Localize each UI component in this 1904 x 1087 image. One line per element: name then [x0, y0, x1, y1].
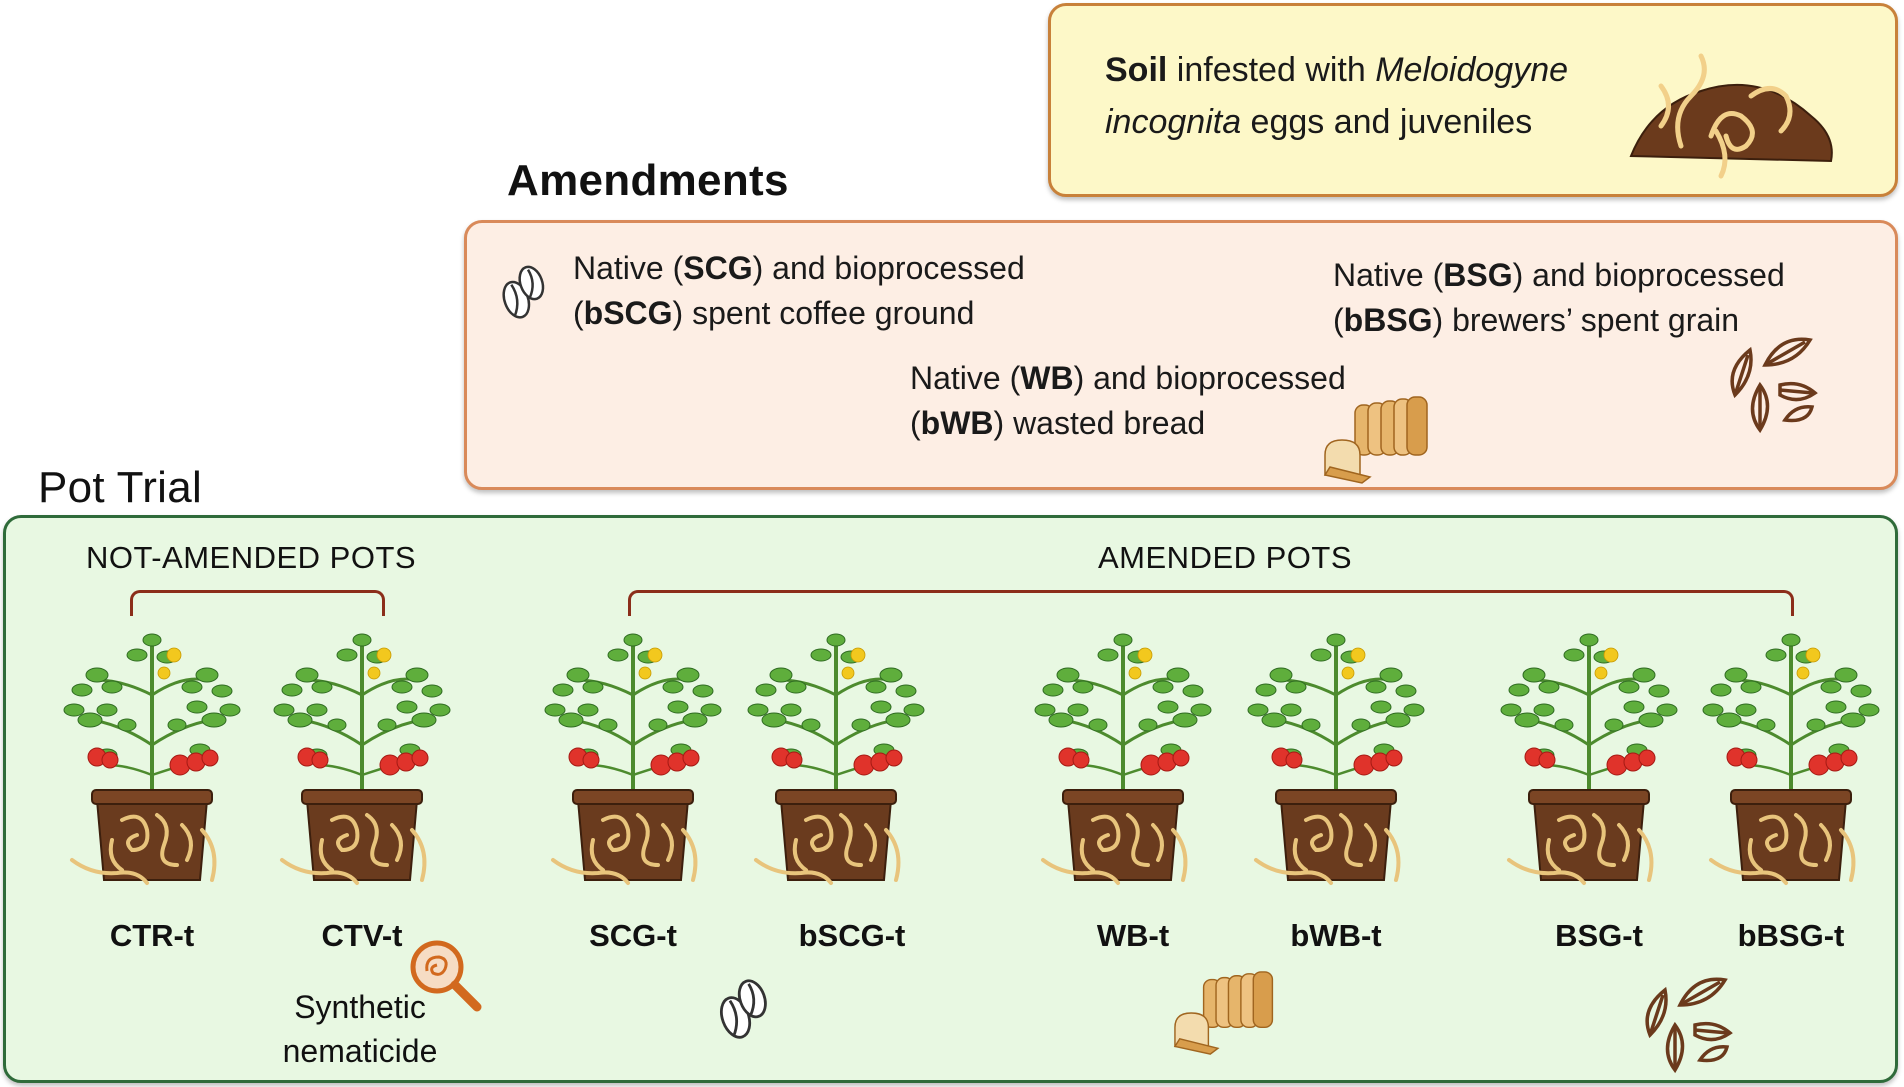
- wb-text-d: (: [910, 405, 921, 441]
- bsg-text-a: Native (: [1333, 257, 1444, 293]
- pot-label-bbsg: bBSG-t: [1737, 918, 1845, 953]
- synthetic-nematicide-label: Synthetic nematicide: [275, 985, 445, 1073]
- soil-panel: [1048, 3, 1898, 197]
- soil-species-2: incognita: [1105, 103, 1242, 141]
- not-amended-label: NOT-AMENDED POTS: [86, 540, 417, 575]
- scg-text-d: (: [573, 295, 584, 331]
- soil-bold: Soil: [1105, 51, 1168, 89]
- soil-description: Soil infested with Meloidogyne incognita…: [1105, 44, 1568, 148]
- coffee-bean-icon: [498, 252, 548, 334]
- wb-abbr: WB: [1020, 360, 1074, 396]
- pot-label-scg: SCG-t: [589, 918, 677, 953]
- bbsg-abbr: bBSG: [1343, 302, 1433, 338]
- wb-text-c: ) and bioprocessed: [1073, 360, 1346, 396]
- not-amended-bracket: [130, 590, 385, 616]
- pot-label-bwb: bWB-t: [1290, 918, 1382, 953]
- bscg-abbr: bSCG: [583, 295, 673, 331]
- wb-text-f: ) wasted bread: [993, 405, 1206, 441]
- coffee-bean-icon: [715, 968, 771, 1052]
- amended-bracket: [628, 590, 1794, 616]
- tomato-plant-pot-icon: [533, 625, 733, 895]
- bsg-description: Native (BSG) and bioprocessed (bBSG) bre…: [1333, 253, 1785, 343]
- amended-label: AMENDED POTS: [1098, 540, 1353, 575]
- tomato-plant-pot-icon: [1691, 625, 1891, 895]
- bsg-abbr: BSG: [1443, 257, 1513, 293]
- magnifier-nematode-icon: [410, 940, 482, 1012]
- grain-icon: [1630, 965, 1740, 1075]
- pot-label-wb: WB-t: [1096, 918, 1170, 953]
- tomato-plant-pot-icon: [736, 625, 936, 895]
- scg-text-c: ) and bioprocessed: [752, 250, 1025, 286]
- grain-icon: [1715, 325, 1825, 435]
- soil-species-1: Meloidogyne: [1375, 51, 1569, 89]
- pot-label-bsg: BSG-t: [1555, 918, 1643, 953]
- scg-description: Native (SCG) and bioprocessed (bSCG) spe…: [573, 246, 1025, 336]
- scg-text-f: ) spent coffee ground: [672, 295, 975, 331]
- bwb-abbr: bWB: [920, 405, 994, 441]
- synthetic-line2: nematicide: [282, 1033, 438, 1069]
- tomato-plant-pot-icon: [1023, 625, 1223, 895]
- soil-text-2: eggs and juveniles: [1241, 103, 1533, 141]
- pot-label-bscg: bSCG-t: [798, 918, 906, 953]
- wb-description: Native (WB) and bioprocessed (bWB) waste…: [910, 356, 1346, 446]
- tomato-plant-pot-icon: [1236, 625, 1436, 895]
- pot-trial-heading: Pot Trial: [38, 463, 203, 512]
- nematode-soil-icon: [1629, 53, 1833, 179]
- pot-label-ctv: CTV-t: [321, 918, 403, 953]
- tomato-plant-pot-icon: [52, 625, 252, 895]
- amendments-panel: [464, 220, 1898, 490]
- bread-icon: [1320, 395, 1440, 485]
- amendments-heading: Amendments: [507, 156, 789, 205]
- tomato-plant-pot-icon: [1489, 625, 1689, 895]
- tomato-plant-pot-icon: [262, 625, 462, 895]
- bread-icon: [1170, 970, 1285, 1056]
- scg-text-a: Native (: [573, 250, 684, 286]
- synthetic-line1: Synthetic: [294, 989, 426, 1025]
- scg-abbr: SCG: [683, 250, 753, 286]
- bsg-text-d: (: [1333, 302, 1344, 338]
- pot-label-ctr: CTR-t: [109, 918, 195, 953]
- bsg-text-c: ) and bioprocessed: [1512, 257, 1785, 293]
- bsg-text-f: ) brewers’ spent grain: [1432, 302, 1740, 338]
- wb-text-a: Native (: [910, 360, 1021, 396]
- soil-text-1: infested with: [1167, 51, 1376, 89]
